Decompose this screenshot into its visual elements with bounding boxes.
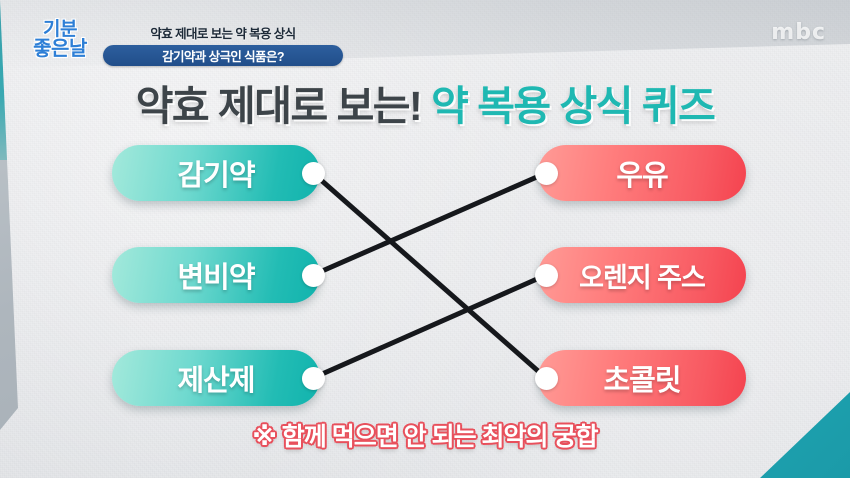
show-logo-line-1: 기분 — [43, 19, 77, 40]
quiz-option-right-1[interactable]: 우유 — [538, 145, 746, 201]
page-title-dark-part: 약효 제대로 보는! — [135, 83, 423, 129]
match-line-1 — [310, 170, 549, 381]
connector-dot-left-2[interactable] — [301, 263, 325, 287]
show-logo-line-2: 좋은날 — [33, 38, 87, 61]
quiz-option-left-1[interactable]: 감기약 — [112, 145, 320, 201]
page-title-accent-part: 약 복용 상식 퀴즈 — [431, 83, 716, 129]
mbc-logo-watermark: mbc — [771, 20, 826, 45]
connector-dot-left-1[interactable] — [301, 161, 325, 185]
match-line-2 — [310, 170, 549, 278]
banner-question-text: 감기약과 상극인 식품은? — [103, 45, 343, 66]
quiz-option-left-3[interactable]: 제산제 — [112, 350, 320, 406]
connector-dot-right-3[interactable] — [534, 366, 558, 390]
show-logo: 기분 좋은날 — [27, 20, 93, 62]
connector-dot-right-1[interactable] — [534, 161, 558, 185]
match-line-3 — [310, 272, 549, 381]
quiz-option-right-2[interactable]: 오렌지 주스 — [538, 247, 746, 303]
topic-banner: 약효 제대로 보는 약 복용 상식 감기약과 상극인 식품은? — [103, 23, 343, 66]
page-title: 약효 제대로 보는! 약 복용 상식 퀴즈 — [0, 72, 850, 132]
quiz-option-left-2[interactable]: 변비약 — [112, 247, 320, 303]
banner-topic-text: 약효 제대로 보는 약 복용 상식 — [150, 27, 296, 41]
bottom-caption: ※ 함께 먹으면 안 되는 최악의 궁합 — [252, 423, 599, 451]
connector-dot-right-2[interactable] — [534, 263, 558, 287]
connector-dot-left-3[interactable] — [301, 366, 325, 390]
quiz-option-right-3[interactable]: 초콜릿 — [538, 350, 746, 406]
